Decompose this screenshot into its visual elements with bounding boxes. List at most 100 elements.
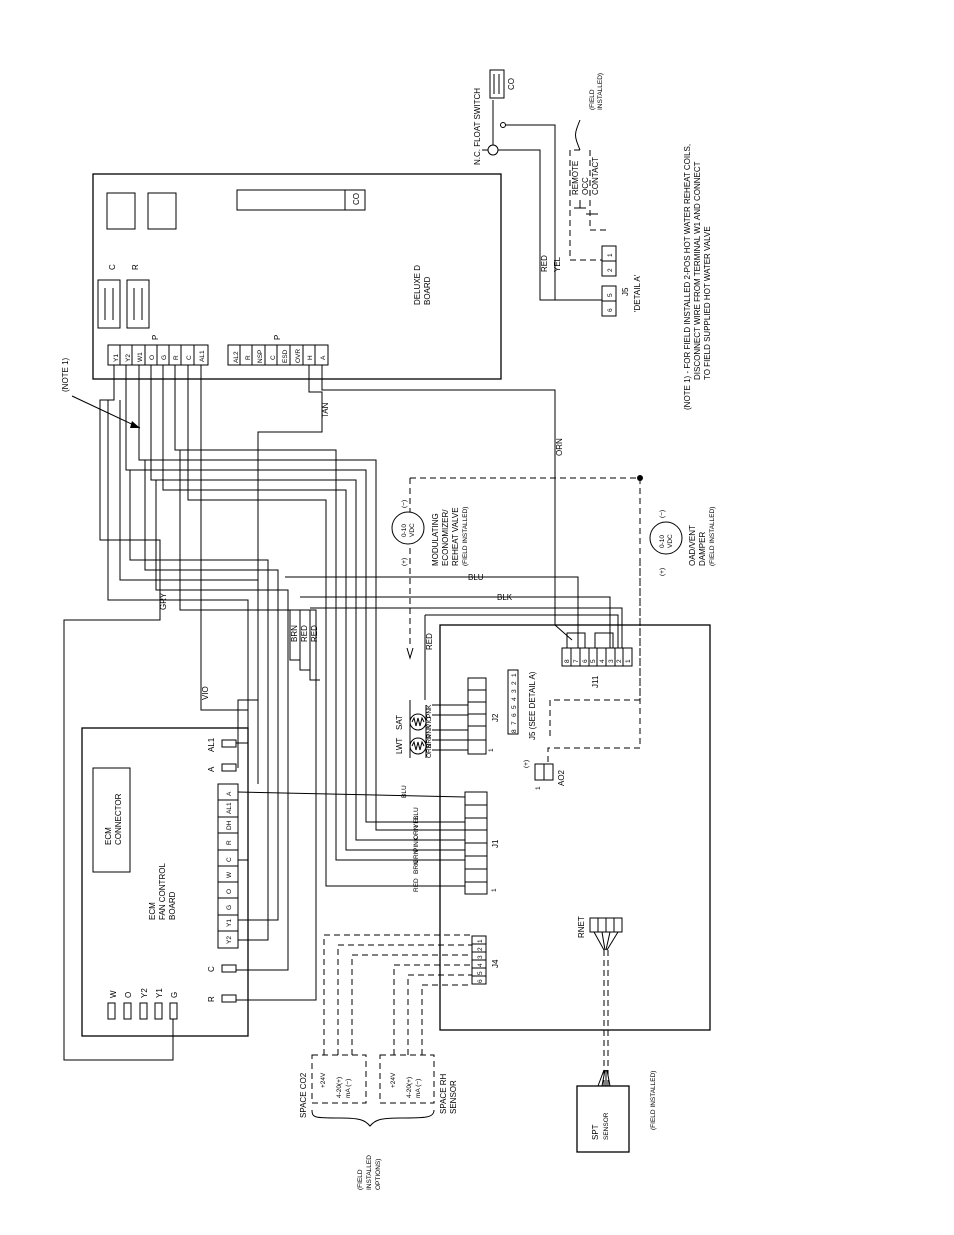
deluxe-d-board: CO C R DELUXE D BOARD P P Y1 Y2 W1 O G R… [92,173,502,380]
fan-term-g: G [226,905,233,910]
j1-pin-one: 1 [491,888,498,892]
spt-field-label: (FIELD INSTALLED) [650,1071,657,1130]
wiring: GRY VIO YEL ORN PINK GRN BRN RED BLU BLU… [63,365,643,1061]
j5-board-pin-8: 8 [511,729,518,733]
spade-r-label: R [207,996,216,1002]
fan-term-r: R [226,840,233,845]
j11-pin-8: 8 [564,659,571,663]
fan-board-title-3: BOARD [168,891,177,920]
yel-wire-label: YEL [553,256,562,272]
p2-nsp: NSP [257,350,264,363]
damper-label-2: DAMPER [698,532,707,566]
fan-term-w: W [226,871,233,878]
ecm-connector [92,767,131,873]
red-econ-label: RED [425,633,434,650]
econ-label-4: (FIELD INSTALLED) [462,507,469,566]
j2-wire-orn: ORN [426,743,433,758]
j1-red-label: RED [413,878,420,892]
p1-r: R [173,355,180,360]
red-wire-label-2: RED [300,625,309,642]
j1-brn-label: BRN [413,860,420,874]
junction-dot [637,475,643,481]
rnet-label: RNET [577,916,586,938]
tan-wire-label: TAN [321,402,330,418]
j4-pin-3: 3 [477,955,484,959]
remote-label: REMOTE [571,161,580,195]
spade-a-label: A [207,766,216,772]
wire-blk-j11 [300,596,611,648]
remote-field-2: INSTALLED) [597,73,604,110]
p2-c: C [270,355,277,360]
relay-r-label: R [131,264,140,270]
ao2-connector: (+) 1 AO2 [523,760,566,790]
note-line-1: (NOTE 1) - FOR FIELD INSTALLED 2-POS HOT… [683,144,692,410]
j1-label: J1 [491,839,500,848]
j1-blu-label: BLU [413,807,420,820]
spade-al1-label: AL1 [207,737,216,752]
fan-term-a: A [226,791,233,796]
j2-wire-pnk-2: PNK [426,724,433,738]
j5-board-label: J5 (SEE DETAIL A) [528,671,537,740]
j5-board-pin-7: 7 [511,721,518,725]
p1-terminal-strip: Y1 Y2 W1 O G R C AL1 [107,344,209,366]
options-label-1: (FIELD [357,1169,364,1190]
space-co2-label: SPACE CO2 [299,1072,308,1118]
j1-yel-label: YEL [413,815,420,828]
board-title: DELUXE D [413,265,422,305]
econ-plus: (+) [401,558,408,566]
j4-label: J4 [491,959,500,968]
j5-pin-5: 5 [607,293,614,297]
j5-pin-2: 2 [607,268,614,272]
econ-label-1: MODULATING [431,513,440,566]
red-wire-label: RED [540,255,549,272]
gry-wire-label: GRY [159,592,168,610]
p2-h: H [307,355,314,360]
blu-a-label: BLU [401,785,408,798]
j2-wire-vio: VIO [426,717,433,728]
fan-board-title-2: FAN CONTROL [158,863,167,920]
note-1: (NOTE 1) - FOR FIELD INSTALLED 2-POS HOT… [61,144,712,429]
note-line-2: DISCONNECT WIRE FROM TERMINAL W1 AND CON… [693,161,702,380]
j2-label: J2 [491,713,500,722]
field-options-brace: (FIELD INSTALLED OPTIONS) [311,1109,435,1190]
wire-red-float [498,149,606,301]
j1-orn-label: ORN [413,825,420,840]
note-arrow [71,395,141,429]
brn-wire-label: BRN [290,625,299,642]
j11-pin-2: 2 [616,659,623,663]
fan-board-title-1: ECM [148,902,157,920]
econ-vdc: VDC [409,523,416,537]
econ-label-3: REHEAT VALVE [451,507,460,566]
oad-damper-actuator: 0-10 VDC (+) (−) OAD/VENT DAMPER (FIELD … [649,507,716,576]
damper-volt-range: 0-10 [659,535,666,548]
j4-pin-5: 5 [477,971,484,975]
j1-connector: J1 1 [464,791,500,895]
j5-board-pin-2: 2 [511,681,518,685]
sat-label: SAT [395,715,404,730]
economizer-actuator: 0-10 VDC (+) (−) MODULATING ECONOMIZER/ … [391,500,469,566]
p2-a: A [320,355,327,360]
damper-vdc: VDC [667,534,674,548]
j2-wire-brn: BRN [426,734,433,748]
bottom-pin-g: G [170,992,179,998]
rnet-connector: RNET [577,916,623,951]
j11-pin-7: 7 [573,659,580,663]
ecm-fan-control-board: ECM CONNECTOR ECM FAN CONTROL BOARD A AL… [81,727,249,1037]
contact-label: CONTACT [591,157,600,195]
j5-detail-label: J5 [621,287,630,296]
j2-pin-one: 1 [488,748,495,752]
spt-label: SPT [591,1124,600,1140]
ao2-label: AO2 [557,769,566,786]
space-rh-sensor: +24V 4-20(+) mA (−) SPACE RH SENSOR [379,964,472,1114]
j4-connector: 6 5 4 3 2 1 J4 [471,935,500,985]
j2-wire-pnk-1: PNK [426,704,433,718]
p1-y1: Y1 [113,354,120,362]
wire-blu-j11 [285,576,579,648]
p1-o: O [149,355,156,360]
j4-pin-6: 6 [477,979,484,983]
econ-minus: (−) [401,500,408,508]
ao2-plus: (+) [523,760,530,768]
damper-label-1: OAD/VENT [688,525,697,566]
j11-label: J11 [591,675,600,688]
ao2-pin-one: 1 [535,786,542,790]
